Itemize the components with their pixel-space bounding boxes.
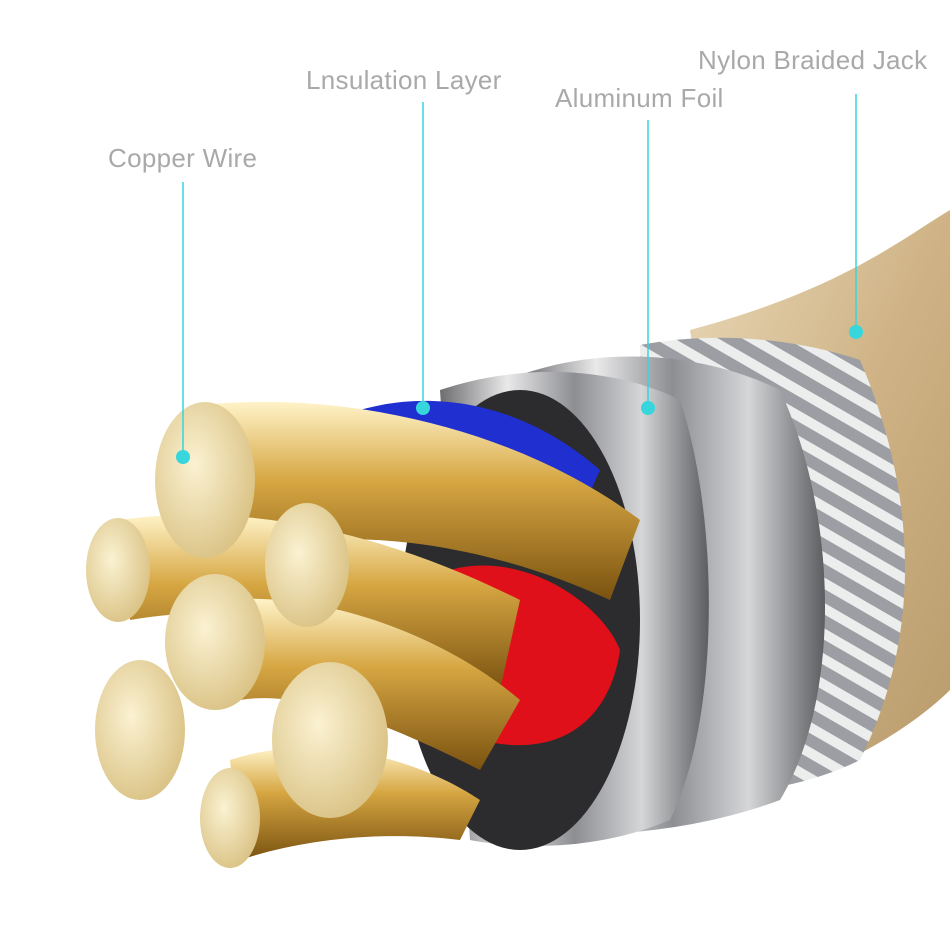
copper-leader-dot xyxy=(176,450,190,464)
label-aluminum-foil: Aluminum Foil xyxy=(555,83,724,113)
label-insulation-layer: Lnsulation Layer xyxy=(306,65,502,95)
foil-leader-dot xyxy=(641,401,655,415)
jacket-leader-dot xyxy=(849,325,863,339)
label-nylon-jacket: Nylon Braided Jack xyxy=(698,45,928,75)
leader-lines xyxy=(176,94,863,464)
label-copper-wire: Copper Wire xyxy=(108,143,258,173)
insulation-leader-dot xyxy=(416,401,430,415)
copper-wires xyxy=(86,401,640,868)
